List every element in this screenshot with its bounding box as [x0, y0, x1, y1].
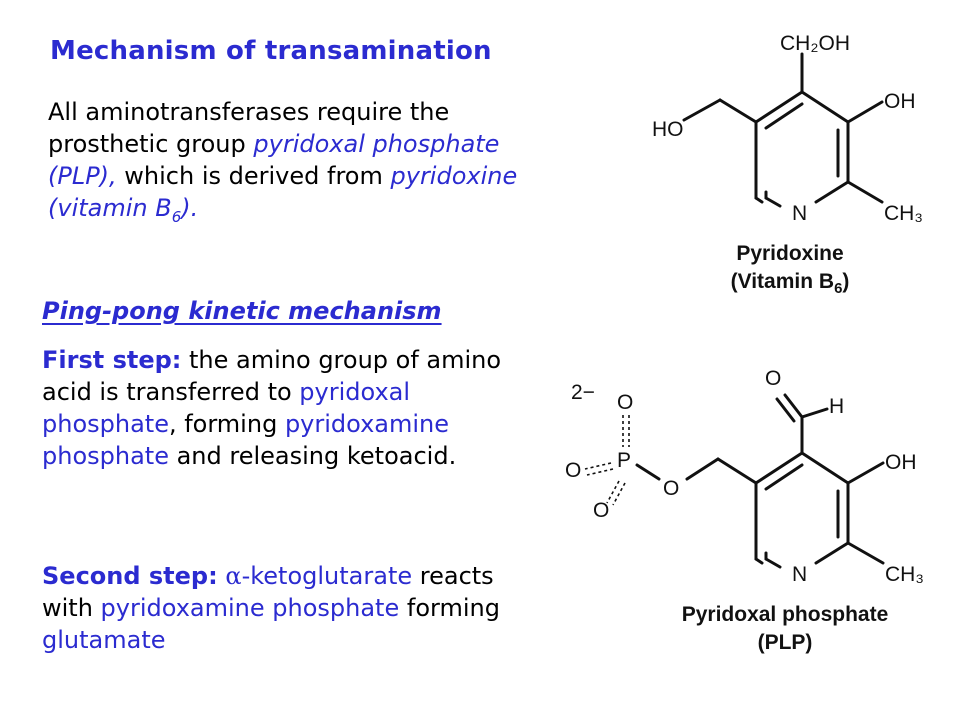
- plp-caption-name: Pyridoxal phosphate: [682, 603, 889, 626]
- second-step-paragraph: Second step: α-ketoglutarate reacts with…: [42, 560, 522, 656]
- plp-bridge-o-label: O: [663, 477, 679, 500]
- plp-ch3-label: CH₃: [885, 563, 924, 586]
- plp-aldehyde-h-label: H: [829, 395, 844, 418]
- plp-oh-label: OH: [885, 451, 917, 474]
- pyridoxine-ch2oh-label: CH₂OH: [780, 32, 850, 55]
- plp-phosphate-o-bottom: O: [593, 499, 609, 522]
- plp-phosphate-o-top: O: [617, 391, 633, 414]
- pyridoxine-n-label: N: [792, 202, 807, 225]
- plp-charge-label: 2−: [571, 381, 595, 404]
- second-step-text-2: forming: [399, 594, 500, 622]
- plp-phosphorus-label: P: [617, 449, 631, 472]
- pyridoxine-caption-vitamin: (Vitamin B6): [731, 270, 850, 297]
- second-step-alpha: α: [225, 562, 242, 590]
- second-step-pmp-term: pyridoxamine phosphate: [100, 594, 400, 622]
- second-step-glu-term: glutamate: [42, 626, 166, 654]
- first-step-label: First step:: [42, 346, 182, 374]
- first-step-text-1: the amino group of amino acid is transfe…: [42, 346, 502, 406]
- intro-pyridoxine-text: pyridoxine (vitamin B: [48, 162, 518, 222]
- pingpong-heading: Ping-pong kinetic mechanism: [42, 297, 442, 325]
- first-step-paragraph: First step: the amino group of amino aci…: [42, 344, 522, 472]
- intro-text-1: All aminotransferases require the prosth…: [48, 98, 450, 158]
- intro-end: ).: [181, 194, 199, 222]
- intro-text-2: which is derived from: [116, 162, 391, 190]
- first-step-pp-term: pyridoxal phosphate: [42, 378, 411, 438]
- second-step-akg-term: -ketoglutarate: [241, 562, 413, 590]
- first-step-text-2: , forming: [168, 410, 285, 438]
- plp-phosphate-o-left: O: [565, 459, 581, 482]
- pyridoxine-caption-text: (Vitamin B: [731, 270, 834, 293]
- pyridoxine-caption-subscript: 6: [834, 280, 842, 297]
- second-step-label: Second step:: [42, 562, 218, 590]
- plp-aldehyde-o-label: O: [765, 367, 781, 390]
- second-step-text-1: reacts with: [42, 562, 494, 622]
- intro-plp-term: pyridoxal phosphate (PLP),: [48, 130, 500, 190]
- pyridoxine-structure: CH₂OH OH HO N CH₃ Pyridoxine (Vitamin B6…: [652, 32, 923, 297]
- pyridoxine-oh-label: OH: [884, 90, 916, 113]
- slide-title: Mechanism of transamination: [50, 36, 492, 66]
- intro-subscript: 6: [171, 207, 182, 226]
- pyridoxine-ho-label: HO: [652, 118, 684, 141]
- pyridoxine-ch3-label: CH₃: [884, 202, 923, 225]
- intro-pyridoxine-term: pyridoxine (vitamin B6).: [48, 162, 518, 226]
- plp-caption-abbrev: (PLP): [758, 631, 813, 654]
- intro-paragraph: All aminotransferases require the prosth…: [48, 96, 568, 233]
- first-step-pmp-term: pyridoxamine phosphate: [42, 410, 450, 470]
- first-step-text-3: and releasing ketoacid.: [168, 442, 457, 470]
- plp-n-label: N: [792, 563, 807, 586]
- plp-structure: 2− O P O O O O H OH N CH₃ Pyridoxal phos…: [565, 367, 924, 654]
- pyridoxine-caption-name: Pyridoxine: [736, 242, 843, 265]
- pyridoxine-caption-close: ): [842, 270, 849, 293]
